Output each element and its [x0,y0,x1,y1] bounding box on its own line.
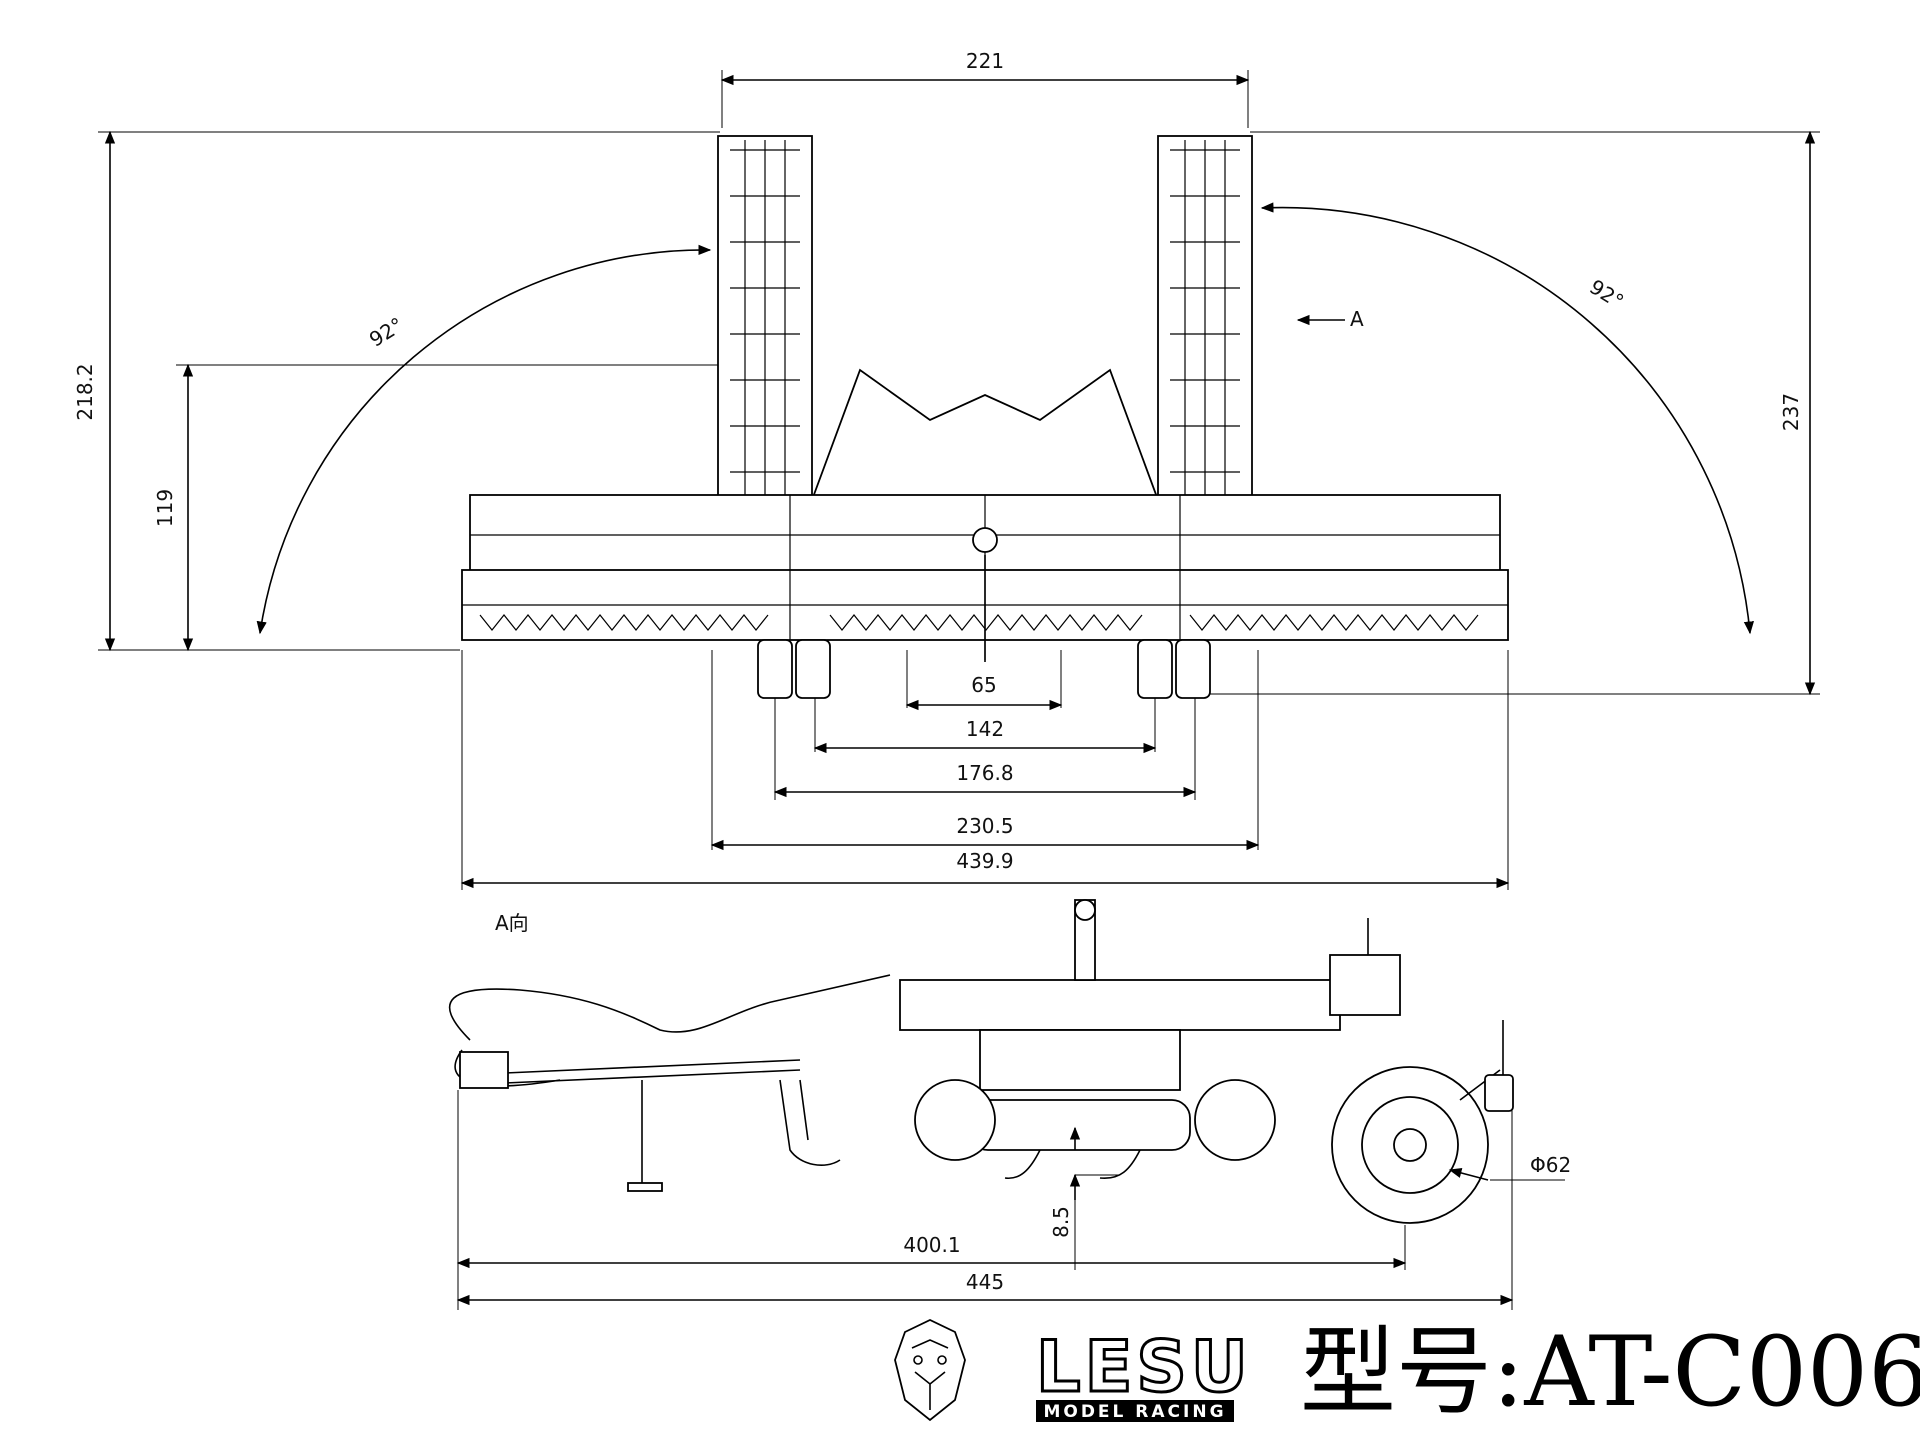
dim-176-8: 176.8 [956,761,1013,785]
dim-depth-8-5: 8.5 [1049,1206,1073,1238]
dimension-lines [104,74,1816,889]
side-view-label: A向 [495,911,529,935]
side-extension-lines [457,1090,1565,1310]
machine-side-view [449,899,1514,1224]
angle-right: 92° [1585,274,1628,313]
dim-230-5: 230.5 [956,814,1013,838]
angle-left: 92° [365,312,408,351]
dim-wheel-diameter: Φ62 [1530,1153,1571,1177]
brand-logo-text: LESU [1036,1326,1252,1408]
dim-65: 65 [971,673,996,697]
side-dimension-lines [456,1126,1514,1306]
dim-439-9: 439.9 [956,849,1013,873]
branding: LESU MODEL RACING 型号:AT-C0061 [894,1316,1920,1428]
brand-subtext-bar [1036,1400,1234,1422]
lion-logo-icon [894,1319,966,1422]
side-view: A向 [449,899,1571,1310]
dim-400-1: 400.1 [903,1233,960,1257]
dim-221: 221 [966,49,1004,73]
brand-logo-subtext: MODEL RACING [1043,1402,1226,1422]
dim-237: 237 [1779,393,1803,431]
dim-218-2: 218.2 [73,363,97,420]
top-view: 221 218.2 119 237 92° 92° A 65 142 176.8… [73,49,1820,890]
machine-top-view [461,135,1509,699]
dim-142: 142 [966,717,1004,741]
swing-arcs [256,202,1754,635]
model-number: 型号:AT-C0061 [1300,1316,1920,1428]
dim-119: 119 [153,489,177,527]
view-arrow-label: A [1350,307,1364,331]
dim-445: 445 [966,1270,1004,1294]
